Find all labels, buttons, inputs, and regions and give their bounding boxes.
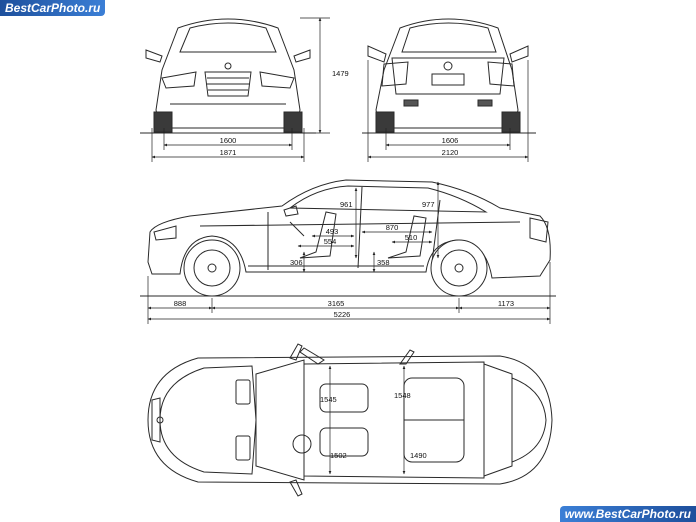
top-shoulder-rear-label: 1548 xyxy=(394,391,411,400)
front-dimensions xyxy=(151,17,330,162)
side-overhang-rear-label: 1173 xyxy=(498,299,514,308)
side-mirror xyxy=(283,205,299,217)
rear-window xyxy=(401,22,497,53)
side-body-outline xyxy=(147,179,551,279)
top-mirror-right xyxy=(289,479,303,497)
front-body-outline xyxy=(155,18,301,129)
side-overhang-front-label: 888 xyxy=(174,299,187,308)
side-length-label: 5226 xyxy=(334,310,351,319)
side-wheelbase-label: 3165 xyxy=(328,299,345,308)
rear-trunk-lid xyxy=(391,57,505,95)
top-rear-window xyxy=(483,363,513,477)
front-mirror-left xyxy=(145,49,163,63)
rear-plate xyxy=(431,73,465,86)
side-beltline xyxy=(199,221,521,227)
rear-tire-left xyxy=(375,111,395,133)
side-rear-wheel-rim xyxy=(440,249,478,287)
rear-exhaust-left xyxy=(403,99,419,107)
top-vent-right xyxy=(235,435,251,461)
top-mirror-left xyxy=(289,343,303,361)
rear-star-emblem xyxy=(443,61,453,71)
side-seat-rear-label: 870 xyxy=(386,223,399,232)
rear-tire-right xyxy=(501,111,521,133)
rear-track-label: 1606 xyxy=(442,136,459,145)
side-rear-wheel-tire xyxy=(430,239,488,297)
top-front-seat-right xyxy=(319,427,369,457)
front-grille xyxy=(204,71,252,97)
side-headroom-rear-label: 977 xyxy=(422,200,435,209)
rear-taillight-right xyxy=(487,61,515,87)
side-b-pillar xyxy=(357,186,363,269)
watermark-top: BestCarPhoto.ru xyxy=(0,0,106,16)
front-headlight-left xyxy=(161,71,197,89)
top-shoulder-front-label: 1545 xyxy=(320,395,337,404)
side-view xyxy=(140,179,556,297)
top-rear-door-open xyxy=(399,349,415,365)
top-cabin xyxy=(303,361,485,479)
front-height-label: 1479 xyxy=(332,69,349,78)
front-tire-left xyxy=(153,111,173,133)
rear-taillight-left xyxy=(381,61,409,87)
top-front-door-open xyxy=(299,347,325,365)
top-dimensions xyxy=(328,365,406,475)
front-star-emblem xyxy=(224,62,232,70)
side-front-seat xyxy=(299,211,337,259)
side-steering-wheel xyxy=(289,221,305,237)
top-vent-left xyxy=(235,379,251,405)
rear-view xyxy=(362,18,536,134)
front-tire-right xyxy=(283,111,303,133)
side-headroom-front-label: 961 xyxy=(340,200,353,209)
front-mirror-right xyxy=(293,49,311,63)
top-view xyxy=(147,343,553,497)
rear-exhaust-right xyxy=(477,99,493,107)
watermark-bottom: www.BestCarPhoto.ru xyxy=(559,506,696,522)
top-windshield xyxy=(255,359,305,481)
top-grille xyxy=(151,397,161,443)
rear-mirror-left xyxy=(367,45,387,63)
rear-mirror-right xyxy=(509,45,529,63)
side-dimensions xyxy=(147,181,551,324)
top-steering-wheel xyxy=(292,434,312,454)
top-hip-rear-label: 1490 xyxy=(410,451,427,460)
side-floor-front-label: 306 xyxy=(290,258,303,267)
top-star-emblem xyxy=(156,416,164,424)
front-windshield xyxy=(179,22,277,53)
top-body-outline xyxy=(147,355,553,485)
front-headlight-right xyxy=(259,71,295,89)
top-front-seat-left xyxy=(319,383,369,413)
side-legroom-front-label: 554 xyxy=(324,237,337,246)
rear-width-label: 2120 xyxy=(442,148,459,157)
side-front-wheel-tire xyxy=(183,239,241,297)
front-view xyxy=(140,18,316,134)
top-trunk xyxy=(511,377,547,463)
side-front-wheel-rim xyxy=(193,249,231,287)
top-hood xyxy=(159,365,257,475)
side-floor-rear-label: 358 xyxy=(377,258,390,267)
top-hip-front-label: 1502 xyxy=(330,451,347,460)
side-windows xyxy=(288,185,488,213)
side-rear-seat xyxy=(387,215,427,259)
side-legroom-rear-label: 510 xyxy=(405,233,418,242)
rear-dimensions xyxy=(367,60,529,162)
side-headlight xyxy=(153,225,177,241)
front-width-label: 1871 xyxy=(220,148,237,157)
side-taillight xyxy=(529,217,549,243)
front-track-label: 1600 xyxy=(220,136,237,145)
side-seat-front-label: 493 xyxy=(326,227,339,236)
